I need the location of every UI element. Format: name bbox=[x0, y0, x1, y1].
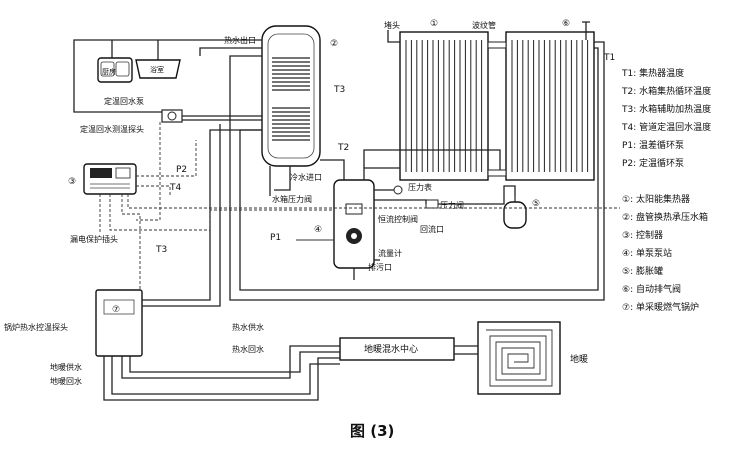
legend-item: P2: 定温循环泵 bbox=[622, 157, 684, 169]
air-vent-valve bbox=[582, 21, 590, 40]
storage-tank bbox=[261, 25, 321, 167]
legend-item: ⑤: 膨胀罐 bbox=[622, 265, 663, 277]
leakage-probe-label: 漏电保护插头 bbox=[70, 234, 118, 244]
kitchen-label: 厨房 bbox=[102, 67, 116, 76]
tank-upper-coil bbox=[272, 57, 310, 91]
solar-collector-2 bbox=[505, 31, 595, 181]
legend-item: ②: 盘管换热承压水箱 bbox=[622, 211, 708, 223]
solar-collector-1 bbox=[399, 31, 489, 181]
air-vent-number: ⑥ bbox=[562, 19, 570, 29]
controller-number: ③ bbox=[68, 177, 76, 187]
pipes bbox=[73, 30, 620, 401]
legend-item: T1: 集热器温度 bbox=[621, 67, 684, 79]
circulation-pump-label: 定温回水泵 bbox=[104, 96, 144, 106]
connector-pipe-label: 波纹管 bbox=[472, 20, 496, 30]
kitchen-sink bbox=[97, 57, 133, 83]
bathroom-label: 浴室 bbox=[150, 65, 164, 74]
pressure-valve bbox=[425, 199, 439, 209]
legend-item: ③: 控制器 bbox=[622, 229, 663, 241]
floor-return-label: 地暖回水 bbox=[50, 376, 82, 386]
expansion-tank-number: ⑤ bbox=[532, 199, 540, 209]
P2-label: P2 bbox=[176, 165, 187, 175]
expansion-tank bbox=[503, 196, 527, 229]
T4-label: T4 bbox=[169, 183, 181, 193]
pressure-valve-label: 压力阀 bbox=[440, 200, 464, 210]
boiler-number: ⑦ bbox=[112, 305, 120, 315]
pressure-gauge-label: 压力表 bbox=[408, 182, 432, 192]
collector-number: ① bbox=[430, 19, 438, 29]
legend-item: ④: 单泵泵站 bbox=[622, 247, 672, 259]
tank-pressure-valve-label: 水箱压力阀 bbox=[272, 194, 312, 204]
gas-boiler bbox=[95, 289, 143, 357]
drain-label: 排污口 bbox=[368, 262, 392, 272]
cold-in-label: 冷水进口 bbox=[290, 172, 322, 182]
pressure-gauge bbox=[393, 185, 403, 195]
legend-item: ⑥: 自动排气阀 bbox=[622, 283, 681, 295]
legend: T1: 集热器温度 T2: 水箱集热循环温度 T3: 水箱辅助加热温度 T4: … bbox=[621, 67, 711, 313]
flow-valve-label: 恒流控制阀 bbox=[378, 214, 418, 224]
tank-number: ② bbox=[330, 39, 338, 49]
flowmeter-label: 流量计 bbox=[378, 248, 402, 258]
manifold-center-label: 地暖混水中心 bbox=[364, 343, 418, 355]
legend-item: ⑦: 单采暖燃气锅炉 bbox=[622, 301, 699, 313]
collector-head-label: 堵头 bbox=[384, 20, 400, 30]
circulation-pump-p2 bbox=[161, 109, 183, 123]
return-port-label: 回流口 bbox=[420, 224, 444, 234]
T2-label: T2 bbox=[337, 143, 349, 153]
T3-tank-label: T3 bbox=[333, 85, 345, 95]
panel-connector-bottom bbox=[487, 169, 507, 177]
figure-caption: 图 (3) bbox=[350, 422, 394, 440]
legend-item: ①: 太阳能集热器 bbox=[622, 193, 690, 205]
pump-station-number: ④ bbox=[314, 225, 322, 235]
floor-heating-coil bbox=[477, 321, 561, 395]
T3-boiler-label: T3 bbox=[155, 245, 167, 255]
boiler-probe-label: 锅炉热水控温探头 bbox=[4, 322, 68, 332]
legend-item: T4: 管道定温回水温度 bbox=[621, 121, 711, 133]
legend-item: T3: 水箱辅助加热温度 bbox=[621, 103, 711, 115]
pump-station bbox=[333, 179, 375, 269]
manifold-center bbox=[339, 337, 455, 361]
T1-label: T1 bbox=[603, 53, 615, 63]
return-temp-probe-label: 定温回水测温探头 bbox=[80, 124, 144, 134]
tank-lower-coil bbox=[272, 107, 310, 141]
P1-label: P1 bbox=[270, 233, 281, 243]
legend-item: T2: 水箱集热循环温度 bbox=[621, 85, 711, 97]
hot-supply-label: 热水供水 bbox=[232, 322, 264, 332]
floor-heating-label: 地暖 bbox=[570, 353, 588, 365]
floor-supply-label: 地暖供水 bbox=[50, 362, 82, 372]
bathtub bbox=[135, 59, 181, 79]
legend-item: P1: 温差循环泵 bbox=[622, 139, 684, 151]
controller bbox=[83, 163, 137, 195]
hot-return-label: 热水回水 bbox=[232, 344, 264, 354]
panel-connector bbox=[487, 41, 507, 49]
